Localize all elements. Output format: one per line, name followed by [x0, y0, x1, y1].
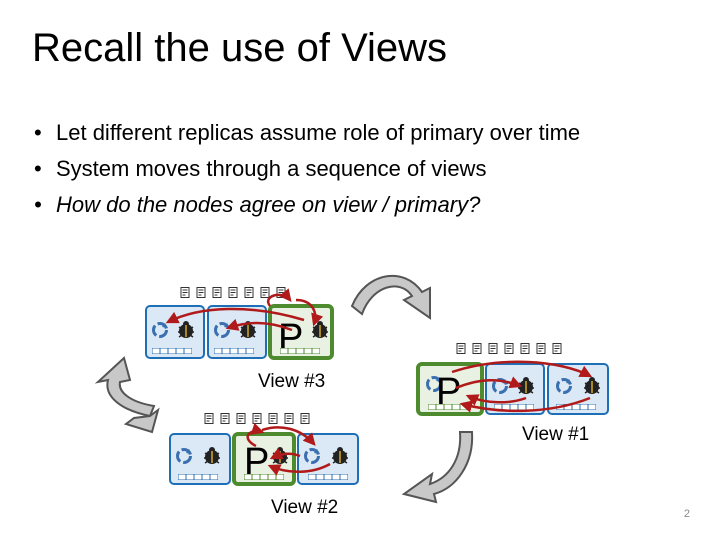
message-arrow [267, 462, 331, 476]
replica-node [169, 433, 231, 485]
message-arrow [261, 426, 316, 446]
message-arrow [165, 307, 305, 324]
replica-node [145, 305, 205, 359]
view-label: View #2 [271, 497, 339, 518]
replica-node [547, 363, 609, 415]
message-arrow [451, 360, 593, 378]
cycle-arrow [350, 275, 431, 320]
cycle-arrow [94, 356, 156, 418]
cycle-arrow [401, 431, 474, 504]
request-queue [180, 286, 286, 299]
view-label: View #3 [258, 371, 326, 392]
bullet-item: Let different replicas assume role of pr… [30, 120, 690, 145]
message-arrow [266, 288, 292, 307]
message-arrow [269, 447, 301, 460]
request-queue [456, 342, 562, 355]
view-label: View #1 [522, 424, 590, 445]
bullet-item: How do the nodes agree on view / primary… [30, 192, 690, 217]
view-3-group: P [145, 286, 334, 360]
message-arrow [455, 376, 523, 390]
bullet-item: System moves through a sequence of views [30, 156, 690, 181]
view-1-group: P [416, 342, 609, 416]
message-arrow [295, 298, 324, 327]
replica-node [207, 305, 267, 359]
message-arrow [225, 318, 293, 332]
message-arrow [465, 394, 527, 406]
slide-title: Recall the use of Views [32, 26, 448, 70]
message-arrow [246, 422, 265, 448]
request-queue [204, 412, 310, 425]
cycle-arrow [123, 407, 160, 434]
view-2-group: P [169, 412, 359, 486]
message-arrow [459, 396, 591, 413]
page-number: 2 [683, 508, 690, 520]
bullet-list: Let different replicas assume role of pr… [30, 120, 690, 228]
